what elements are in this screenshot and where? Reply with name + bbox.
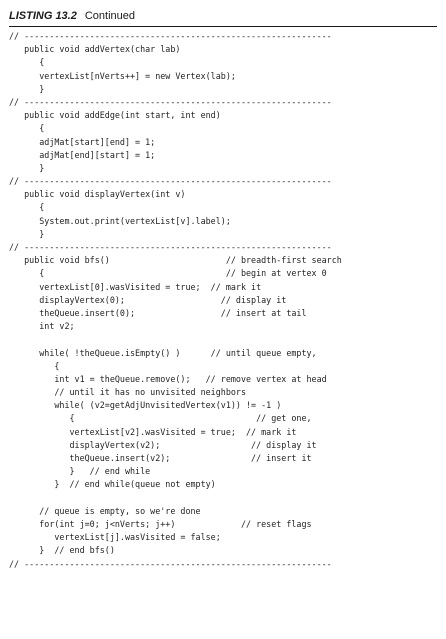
header-rule bbox=[9, 26, 437, 27]
code-line: public void addEdge(int start, int end) bbox=[9, 110, 221, 121]
code-line: vertexList[0].wasVisited = true; // mark… bbox=[9, 281, 262, 292]
code-line: } // end while bbox=[9, 466, 151, 477]
code-line: public void bfs() // breadth-first searc… bbox=[9, 255, 342, 266]
code-line: { bbox=[9, 360, 60, 371]
code-line: // -------------------------------------… bbox=[9, 242, 332, 252]
code-line: adjMat[end][start] = 1; bbox=[9, 149, 156, 160]
code-line: } bbox=[9, 228, 45, 239]
code-line: } // end while(queue not empty) bbox=[9, 479, 216, 490]
code-line: { bbox=[9, 123, 45, 134]
code-line: int v1 = theQueue.remove(); // remove ve… bbox=[9, 373, 327, 384]
code-line: theQueue.insert(0); // insert at tail bbox=[9, 307, 307, 318]
code-line: vertexList[j].wasVisited = false; bbox=[9, 532, 221, 543]
code-line: { // get one, bbox=[9, 413, 312, 424]
code-line: } // end bfs() bbox=[9, 545, 115, 556]
code-line: displayVertex(v2); // display it bbox=[9, 439, 317, 450]
code-line: theQueue.insert(v2); // insert it bbox=[9, 453, 312, 463]
code-line: for(int j=0; j<nVerts; j++) // reset fla… bbox=[9, 518, 312, 529]
code-line bbox=[9, 333, 437, 346]
code-line: public void addVertex(char lab) bbox=[9, 44, 181, 55]
code-line: // -------------------------------------… bbox=[9, 31, 332, 41]
code-line: System.out.print(vertexList[v].label); bbox=[9, 215, 231, 226]
code-line: // until it has no unvisited neighbors bbox=[9, 387, 246, 398]
listing-status: Continued bbox=[84, 10, 136, 22]
code-line: // queue is empty, so we're done bbox=[9, 505, 201, 516]
code-line: // -------------------------------------… bbox=[9, 558, 332, 569]
code-line: public void displayVertex(int v) bbox=[9, 189, 186, 200]
code-line: while( !theQueue.isEmpty() ) // until qu… bbox=[9, 347, 317, 358]
code-line: { bbox=[9, 202, 45, 213]
code-line: { // begin at vertex 0 bbox=[9, 268, 327, 279]
code-line: vertexList[nVerts++] = new Vertex(lab); bbox=[9, 70, 236, 81]
code-line bbox=[9, 492, 437, 505]
code-line: { bbox=[9, 57, 45, 68]
code-line: displayVertex(0); // display it bbox=[9, 294, 287, 305]
listing-label: LISTING 13.2 bbox=[9, 10, 77, 22]
code-line: } bbox=[9, 162, 45, 173]
code-line: vertexList[v2].wasVisited = true; // mar… bbox=[9, 426, 297, 437]
code-line: } bbox=[9, 83, 45, 94]
code-line: while( (v2=getAdjUnvisitedVertex(v1)) !=… bbox=[9, 400, 282, 411]
code-line: int v2; bbox=[9, 321, 75, 332]
listing-header: LISTING 13.2 Continued bbox=[9, 8, 135, 24]
code-listing: // -------------------------------------… bbox=[9, 30, 437, 571]
code-line: // -------------------------------------… bbox=[9, 96, 332, 107]
code-line: adjMat[start][end] = 1; bbox=[9, 136, 156, 147]
code-line: // -------------------------------------… bbox=[9, 176, 332, 187]
